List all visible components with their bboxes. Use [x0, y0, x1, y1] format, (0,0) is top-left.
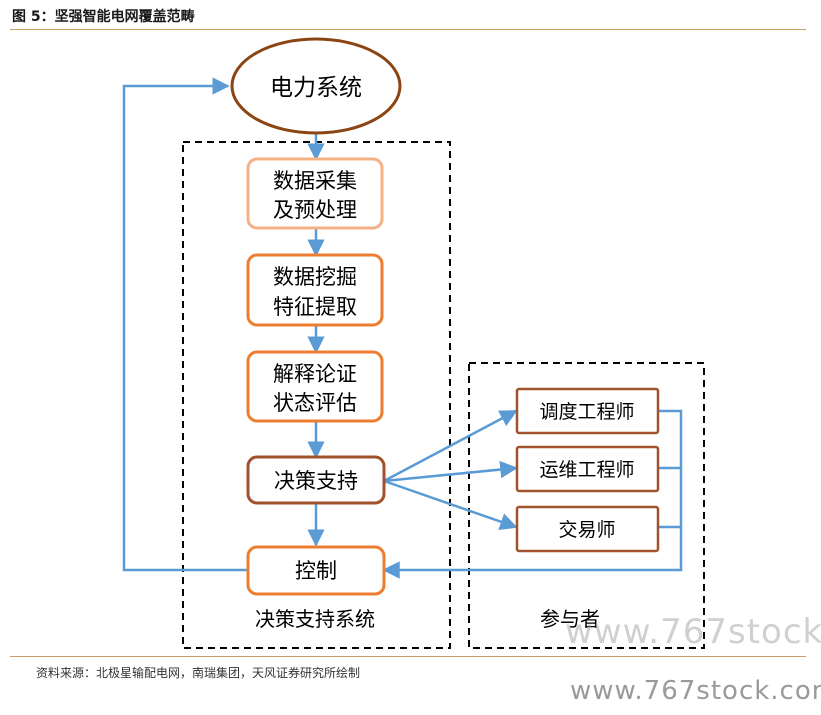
- figure-source: 资料来源：北极星输配电网，南瑞集团，天风证券研究所绘制: [36, 666, 361, 680]
- arrow-participants-to-control: [382, 409, 683, 579]
- step-data-mining: [246, 253, 384, 327]
- footer-divider: [10, 656, 806, 657]
- step-control-label: 控制: [295, 559, 337, 583]
- step-evaluation: [246, 350, 384, 423]
- participant-dispatcher-label: 调度工程师: [539, 401, 634, 423]
- step-data-collection-line2: 及预处理: [273, 198, 357, 222]
- participant-operator-label: 运维工程师: [539, 459, 634, 481]
- decision-group-label: 决策支持系统: [255, 607, 375, 631]
- arrow-decision-to-operator: [383, 460, 518, 483]
- participants-group-label: 参与者: [540, 607, 600, 631]
- step-evaluation-line1: 解释论证: [273, 362, 357, 386]
- step-evaluation-line2: 状态评估: [273, 391, 357, 415]
- step-data-collection: [246, 157, 384, 230]
- header-divider: [10, 29, 806, 30]
- step-decision-support-label: 决策支持: [274, 469, 358, 493]
- participants-group: [468, 362, 705, 649]
- power-system-node: [230, 37, 402, 135]
- step-data-mining-line2: 特征提取: [273, 295, 357, 319]
- arrow-control-to-system: [122, 77, 248, 572]
- figure-title: 图 5：坚强智能电网覆盖范畴: [12, 9, 195, 25]
- step-decision-support: [246, 455, 386, 505]
- participant-trader: [515, 505, 660, 553]
- watermark-faded: www.767stock.com: [565, 612, 821, 652]
- participant-trader-label: 交易师: [558, 519, 615, 541]
- participant-dispatcher: [515, 387, 660, 435]
- arrow-decision-to-dispatcher: [383, 409, 518, 483]
- arrow-decision-to-trader: [383, 479, 518, 531]
- step-data-collection-line1: 数据采集: [273, 169, 357, 193]
- power-system-label: 电力系统: [270, 75, 362, 101]
- flow-arrows: [122, 77, 683, 579]
- participant-operator: [515, 445, 660, 493]
- step-control: [246, 545, 386, 596]
- watermark: www.767stock.com: [570, 676, 821, 706]
- step-data-mining-line1: 数据挖掘: [273, 265, 357, 289]
